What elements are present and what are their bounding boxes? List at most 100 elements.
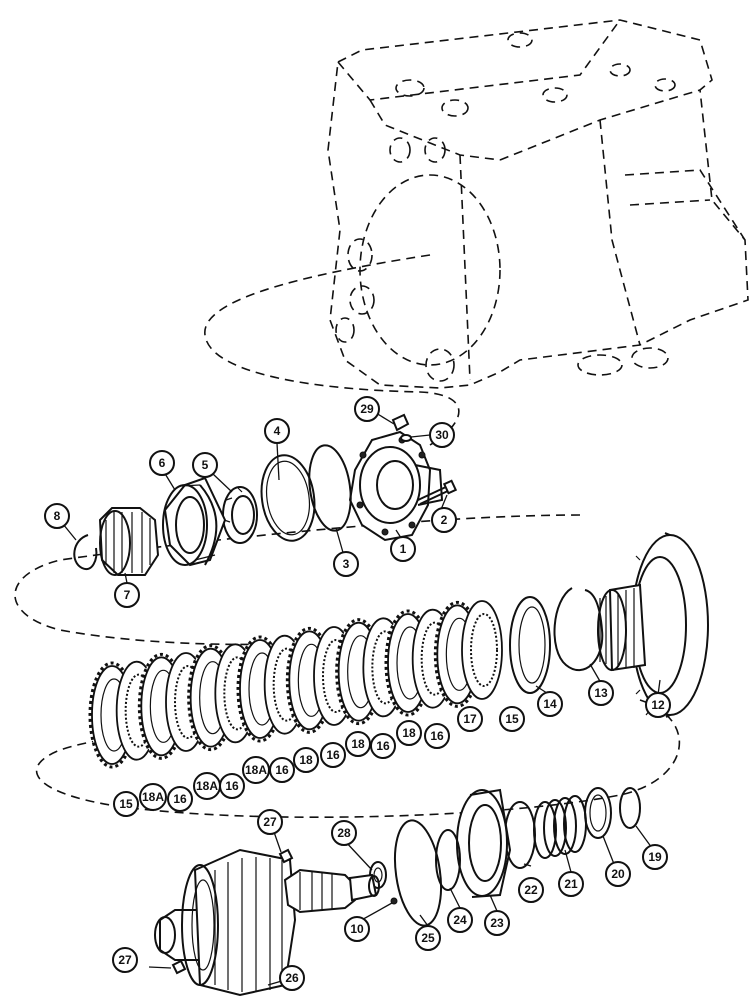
callout-15-right: 15: [499, 706, 525, 732]
svg-text:18A: 18A: [245, 763, 267, 777]
clutch-disc: [461, 600, 503, 700]
part-27-plug-upper: [278, 848, 294, 864]
callout-14: 14: [537, 691, 563, 717]
svg-text:16: 16: [173, 792, 187, 806]
part-27-plug-lower: [171, 959, 187, 975]
svg-text:1: 1: [400, 542, 407, 556]
part-22-ring: [504, 801, 536, 869]
callout-18A-a: 18A: [139, 783, 167, 811]
callout-10: 10: [344, 916, 370, 942]
svg-text:18: 18: [351, 737, 365, 751]
svg-text:29: 29: [360, 402, 374, 416]
phantom-axis-upper: [204, 254, 460, 446]
callout-3: 3: [333, 551, 359, 577]
callout-16-b: 16: [219, 773, 245, 799]
svg-text:7: 7: [124, 588, 131, 602]
callout-12: 12: [645, 692, 671, 718]
part-6-bearing: [162, 476, 227, 567]
svg-text:28: 28: [337, 826, 351, 840]
svg-text:16: 16: [326, 748, 340, 762]
callout-5: 5: [192, 452, 218, 478]
callout-18-c: 18: [396, 720, 422, 746]
part-24-seal: [435, 829, 461, 891]
callout-16-a: 16: [167, 786, 193, 812]
callout-16-e: 16: [370, 733, 396, 759]
svg-text:12: 12: [651, 698, 665, 712]
svg-text:10: 10: [350, 922, 364, 936]
clutch-disc-pack: [88, 600, 503, 769]
svg-text:18A: 18A: [196, 779, 218, 793]
callout-1: 1: [390, 536, 416, 562]
callout-27-upper: 27: [257, 809, 283, 835]
part-21-spring-pack: [533, 795, 587, 859]
svg-text:24: 24: [453, 913, 467, 927]
part-1-bearing-cover: [348, 430, 444, 542]
part-12-drum-gear: [597, 532, 709, 718]
svg-text:15: 15: [119, 797, 133, 811]
part-2-bolt: [417, 479, 458, 505]
callout-16-d: 16: [320, 742, 346, 768]
svg-text:5: 5: [202, 458, 209, 472]
svg-text:18A: 18A: [142, 790, 164, 804]
part-20-washer: [584, 787, 612, 839]
svg-text:23: 23: [490, 916, 504, 930]
callout-7: 7: [114, 582, 140, 608]
callout-18A-c: 18A: [242, 756, 270, 784]
svg-text:27: 27: [118, 953, 132, 967]
part-25-seal-ring: [393, 819, 443, 927]
callout-15-left: 15: [113, 791, 139, 817]
svg-text:4: 4: [274, 424, 281, 438]
svg-text:17: 17: [463, 712, 477, 726]
transmission-housing: [327, 19, 749, 389]
part-14-spring-washer: [509, 596, 551, 694]
callout-28: 28: [331, 820, 357, 846]
part-8-snap-ring: [73, 534, 98, 571]
callout-2: 2: [431, 507, 457, 533]
callout-18-b: 18: [345, 731, 371, 757]
phantom-axis-lower: [35, 699, 681, 819]
svg-text:16: 16: [376, 739, 390, 753]
svg-text:27: 27: [263, 815, 277, 829]
callout-22: 22: [518, 877, 544, 903]
svg-text:21: 21: [564, 877, 578, 891]
callout-20: 20: [605, 861, 631, 887]
callout-8: 8: [44, 503, 70, 529]
part-26-clutch-hub-shaft: [154, 848, 380, 997]
svg-text:15: 15: [505, 712, 519, 726]
svg-text:14: 14: [543, 697, 557, 711]
svg-text:20: 20: [611, 867, 625, 881]
callout-25: 25: [415, 925, 441, 951]
callout-6: 6: [149, 450, 175, 476]
svg-text:19: 19: [648, 850, 662, 864]
svg-text:18: 18: [299, 753, 313, 767]
callout-30: 30: [429, 422, 455, 448]
part-5-lock-nut: [222, 486, 258, 544]
svg-text:13: 13: [594, 686, 608, 700]
svg-text:18: 18: [402, 726, 416, 740]
callout-26: 26: [279, 965, 305, 991]
svg-text:6: 6: [159, 456, 166, 470]
callout-16-f: 16: [424, 723, 450, 749]
callout-4: 4: [264, 418, 290, 444]
part-10-pin: [390, 897, 398, 905]
callout-21: 21: [558, 871, 584, 897]
callout-19: 19: [642, 844, 668, 870]
svg-text:26: 26: [285, 971, 299, 985]
svg-text:30: 30: [435, 428, 449, 442]
callout-24: 24: [447, 907, 473, 933]
callout-23: 23: [484, 910, 510, 936]
callout-18A-b: 18A: [193, 772, 221, 800]
svg-text:22: 22: [524, 883, 538, 897]
svg-text:2: 2: [441, 513, 448, 527]
part-29-30-screw-and-washer: [391, 413, 412, 442]
part-13-snap-ring: [553, 587, 604, 671]
callout-18-a: 18: [293, 747, 319, 773]
part-4-shim: [260, 454, 316, 542]
svg-text:8: 8: [54, 509, 61, 523]
callout-29: 29: [354, 396, 380, 422]
part-3-o-ring: [308, 444, 352, 532]
callout-17: 17: [457, 706, 483, 732]
svg-text:3: 3: [343, 557, 350, 571]
